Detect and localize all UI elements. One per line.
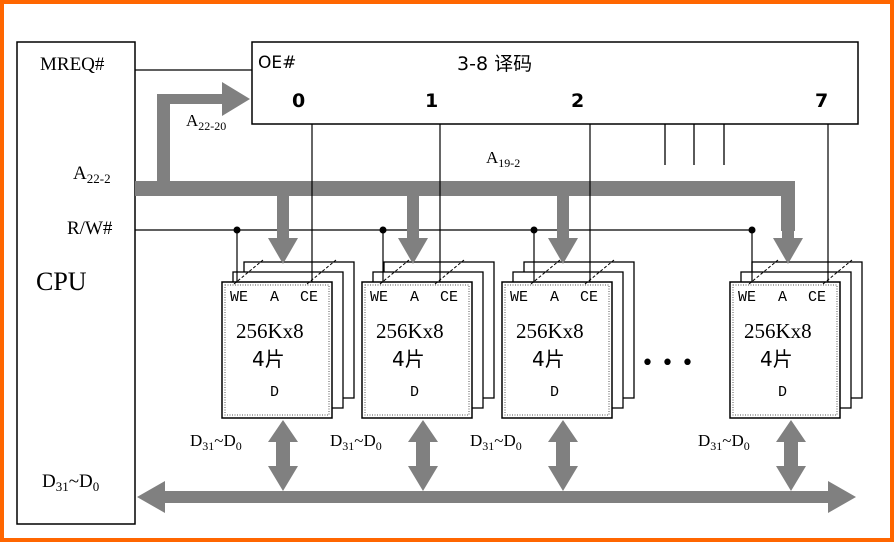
address-bus-drop	[782, 196, 794, 240]
chip-ce-pin: CE	[300, 289, 318, 306]
chip-count-label: 4片	[392, 347, 425, 371]
chip-size-label: 256Kx8	[236, 319, 304, 343]
chip-ce-pin: CE	[440, 289, 458, 306]
junction-dot	[233, 226, 241, 234]
address-bus-label: A19-2	[486, 148, 520, 170]
decoder-address-label: A22-20	[186, 111, 226, 133]
memory-chip-group: WE A CE 256Kx8 4片 D D31~D0	[190, 124, 355, 491]
junction-dot	[748, 226, 756, 234]
memory-chip-groups: WE A CE 256Kx8 4片 D D31~D0 WE A CE 256Kx8 4片 D D31~D0…	[190, 124, 863, 491]
chip-data-pin: D	[270, 384, 279, 401]
decoder-block: OE# 3-8 译码 0 1 2 7	[251, 41, 859, 125]
address-bus-drop	[277, 196, 289, 240]
address-arrow	[268, 238, 298, 264]
data-signal-label: D31~D0	[42, 471, 99, 494]
chip-we-pin: WE	[738, 289, 756, 306]
data-bidirectional-arrow	[776, 420, 806, 491]
decoder-output-2: 2	[571, 90, 584, 112]
chip-count-label: 4片	[532, 347, 565, 371]
chip-ce-pin: CE	[808, 289, 826, 306]
chip-we-pin: WE	[510, 289, 528, 306]
chip-count-label: 4片	[760, 347, 793, 371]
decoder-address-bus: A22-20	[157, 82, 250, 183]
junction-dot	[379, 226, 387, 234]
memory-chip-group: WE A CE 256Kx8 4片 D D31~D0	[698, 124, 863, 491]
decoder-unused-outputs	[664, 124, 725, 165]
decoder-output-0: 0	[292, 90, 305, 112]
junction-dot	[530, 226, 538, 234]
chip-we-pin: WE	[370, 289, 388, 306]
chip-we-pin: WE	[230, 289, 248, 306]
address-arrow	[773, 238, 803, 264]
chip-data-pin: D	[410, 384, 419, 401]
chip-data-pin: D	[550, 384, 559, 401]
rw-signal-label: R/W#	[67, 218, 113, 239]
chip-size-label: 256Kx8	[376, 319, 444, 343]
cpu-block: CPU MREQ# A22-2 R/W# D31~D0	[16, 41, 136, 525]
address-arrow	[548, 238, 578, 264]
data-bus	[137, 481, 856, 513]
memory-chip	[361, 281, 473, 419]
address-bus-drop	[407, 196, 419, 240]
cpu-label: CPU	[36, 267, 87, 296]
chip-a-pin: A	[550, 289, 559, 306]
data-bidirectional-arrow	[548, 420, 578, 491]
mreq-signal-label: MREQ#	[40, 54, 105, 75]
data-bidirectional-arrow	[268, 420, 298, 491]
address-bus-drop	[557, 196, 569, 240]
decoder-enable-label: OE#	[258, 53, 296, 73]
chip-a-pin: A	[410, 289, 419, 306]
chip-data-bus-label: D31~D0	[698, 431, 750, 453]
chip-ce-pin: CE	[580, 289, 598, 306]
chip-data-bus-label: D31~D0	[190, 431, 242, 453]
memory-chip	[729, 281, 841, 419]
memory-chip	[501, 281, 613, 419]
memory-chip-group: WE A CE 256Kx8 4片 D D31~D0	[470, 124, 635, 491]
address-bus: A19-2	[135, 148, 795, 231]
chip-count-label: 4片	[252, 347, 285, 371]
data-bidirectional-arrow	[408, 420, 438, 491]
decoder-output-1: 1	[425, 90, 438, 112]
decoder-output-7: 7	[815, 90, 828, 112]
ellipsis: • • •	[641, 351, 694, 376]
memory-chip-group: WE A CE 256Kx8 4片 D D31~D0	[330, 124, 495, 491]
memory-chip	[221, 281, 333, 419]
chip-size-label: 256Kx8	[744, 319, 812, 343]
chip-data-pin: D	[778, 384, 787, 401]
address-arrow	[398, 238, 428, 264]
chip-data-bus-label: D31~D0	[470, 431, 522, 453]
decoder-title: 3-8 译码	[457, 53, 532, 75]
address-signal-label: A22-2	[73, 163, 111, 186]
chip-size-label: 256Kx8	[516, 319, 584, 343]
chip-a-pin: A	[778, 289, 787, 306]
chip-data-bus-label: D31~D0	[330, 431, 382, 453]
chip-a-pin: A	[270, 289, 279, 306]
